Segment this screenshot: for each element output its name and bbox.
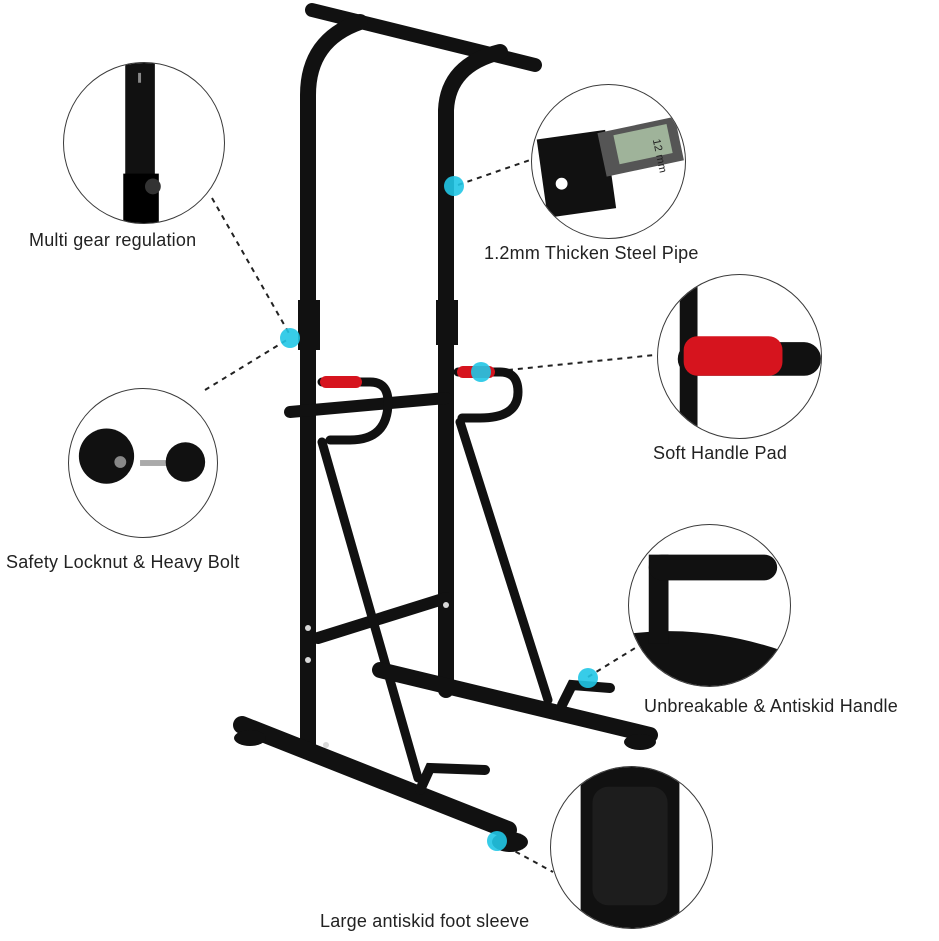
- caliper-detail: [536, 116, 684, 218]
- label-soft-pad: Soft Handle Pad: [653, 443, 788, 463]
- marker-dots: [280, 176, 598, 851]
- label-locknut: Safety Locknut & Heavy Bolt: [6, 552, 240, 572]
- bolt-dots: [305, 602, 449, 748]
- soft-pad-detail: [677, 275, 821, 438]
- foot-sleeve-detail: [580, 767, 680, 928]
- callout-foot-sleeve: [550, 766, 713, 929]
- callout-steel-pipe: [531, 84, 686, 239]
- label-antiskid-handle: Unbreakable & Antiskid Handle: [644, 696, 898, 716]
- leader-lines: [204, 159, 656, 873]
- callout-soft-pad: [657, 274, 822, 439]
- multi-gear-detail: [123, 63, 161, 223]
- label-steel-pipe: 1.2mm Thicken Steel Pipe: [484, 243, 699, 263]
- locknut-detail: [78, 428, 206, 484]
- callout-multi-gear: [63, 62, 225, 224]
- callout-locknut: [68, 388, 218, 538]
- handle-pads: [320, 366, 495, 388]
- tower-frame: [233, 3, 658, 839]
- antiskid-handle-detail: [629, 554, 790, 686]
- label-multi-gear: Multi gear regulation: [29, 230, 197, 250]
- label-foot-sleeve: Large antiskid foot sleeve: [320, 911, 530, 931]
- callout-antiskid-handle: [628, 524, 791, 687]
